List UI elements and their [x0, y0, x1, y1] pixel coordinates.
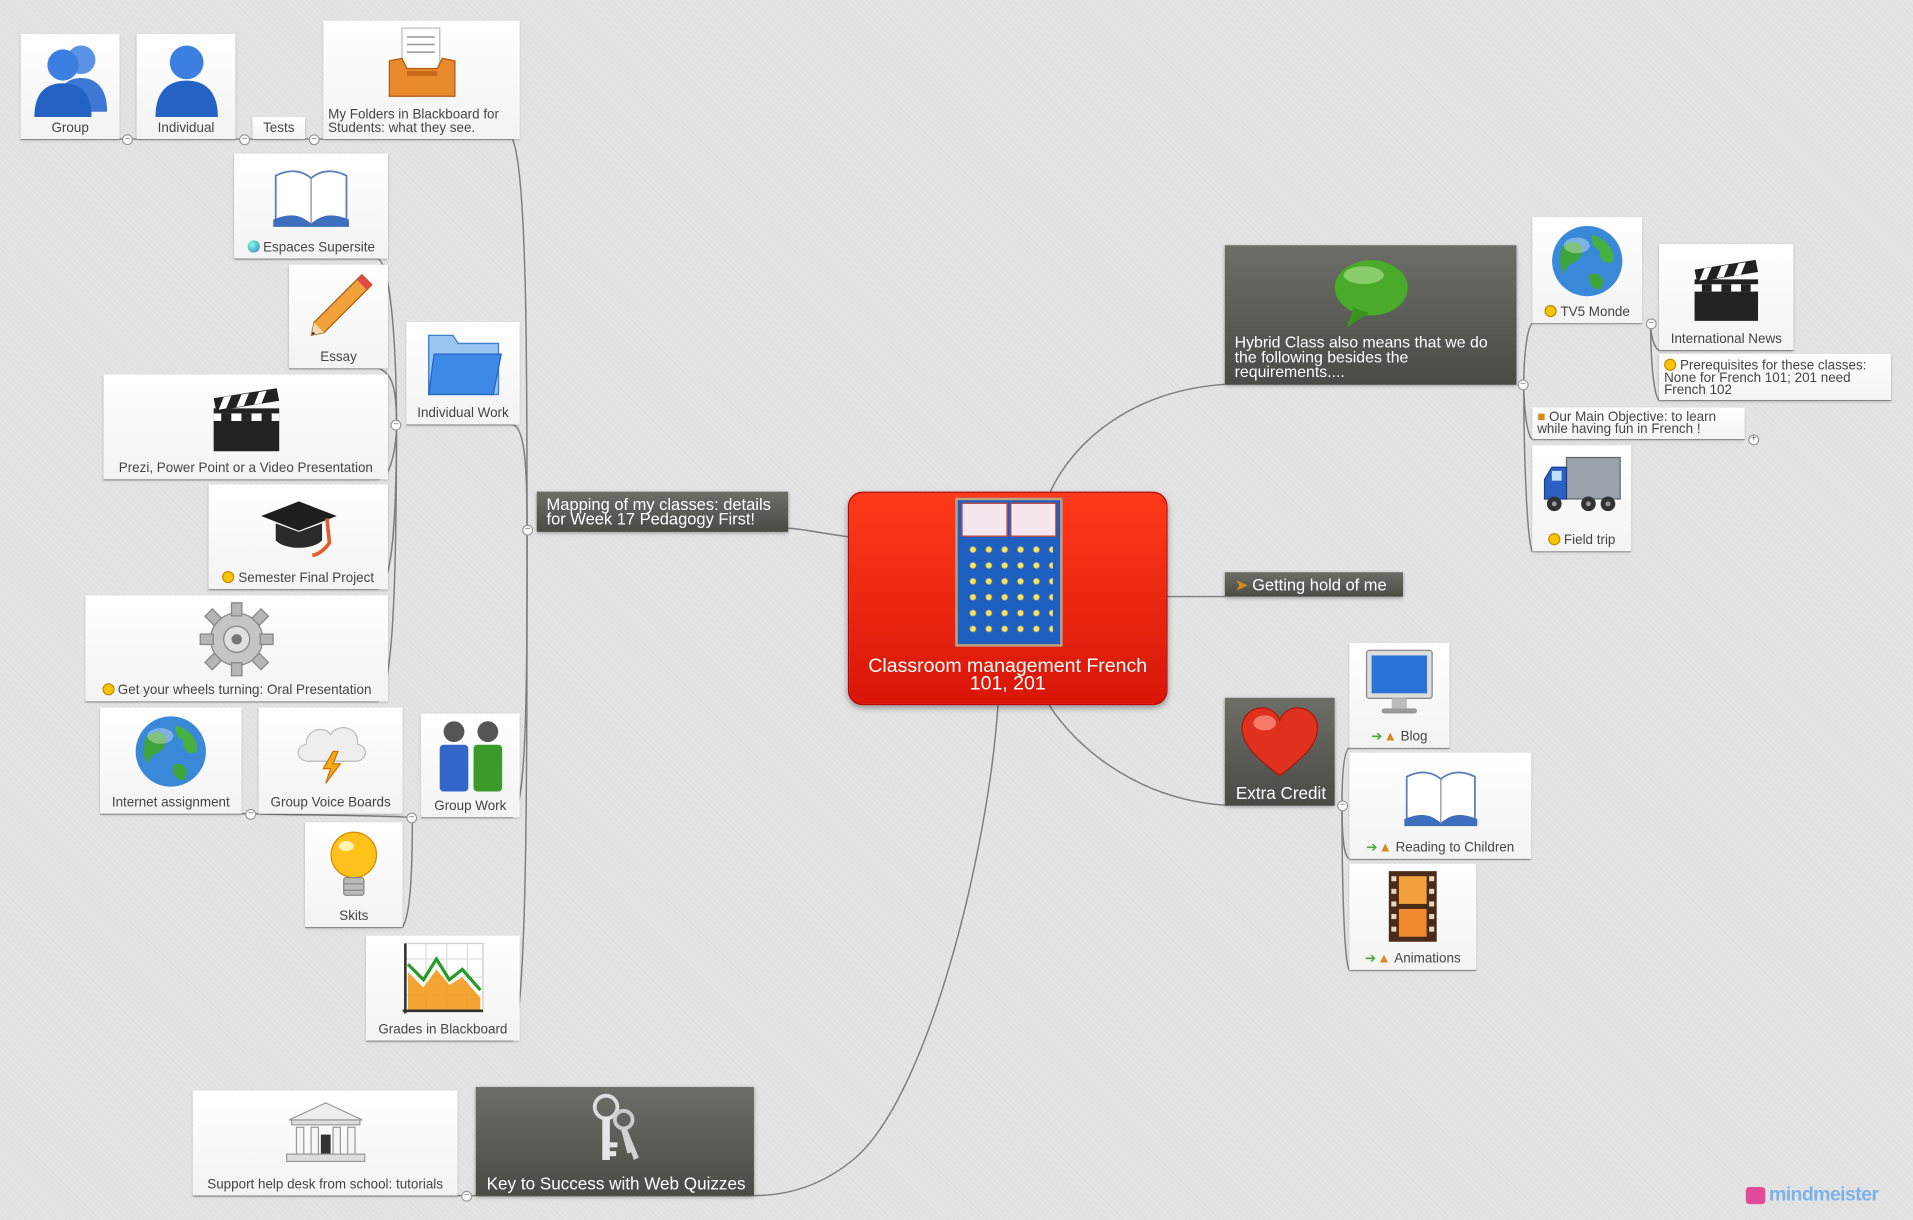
getting-hold-topic[interactable]: ➤Getting hold of me	[1224, 572, 1403, 597]
oral-presentation-node[interactable]: Get your wheels turning: Oral Presentati…	[85, 595, 388, 702]
prerequisites-node[interactable]: Prerequisites for these classes: None fo…	[1659, 353, 1891, 401]
individual-node[interactable]: Individual	[136, 34, 236, 140]
graduation-cap-icon	[209, 494, 388, 562]
camera-icon: ■	[1537, 409, 1546, 425]
keys-icon	[476, 1092, 754, 1168]
collapse-knob[interactable]: −	[461, 1190, 473, 1202]
users-group-icon	[21, 39, 120, 120]
field-trip-node[interactable]: Field trip	[1532, 445, 1632, 552]
storm-cloud-icon	[259, 715, 403, 786]
clapperboard-icon	[104, 382, 388, 455]
blog-node[interactable]: ➔▲Blog	[1349, 642, 1450, 748]
semester-project-node[interactable]: Semester Final Project	[208, 484, 388, 590]
smiley-icon	[1548, 533, 1561, 546]
group-work-node[interactable]: Group Work	[420, 713, 520, 818]
smiley-icon	[101, 683, 115, 696]
collapse-knob[interactable]: −	[390, 419, 402, 431]
tests-node[interactable]: Tests	[252, 117, 305, 140]
book-icon	[234, 163, 388, 231]
chart-icon	[366, 941, 520, 1017]
skits-node[interactable]: Skits	[305, 822, 403, 928]
thumbs-up-icon: ▲	[1378, 840, 1392, 856]
grades-node[interactable]: Grades in Blackboard	[366, 935, 520, 1041]
smiley-icon	[1664, 358, 1677, 371]
collapse-knob[interactable]: −	[406, 812, 418, 824]
web-quizzes-topic[interactable]: Key to Success with Web Quizzes	[475, 1087, 754, 1196]
animations-node[interactable]: ➔▲Animations	[1349, 863, 1477, 970]
my-folders-node[interactable]: My Folders in Blackboard for Students: w…	[323, 20, 520, 140]
expand-knob[interactable]: +	[1748, 434, 1760, 446]
pencil-icon	[289, 270, 388, 346]
collapse-knob[interactable]: −	[122, 134, 133, 146]
mindmeister-logo: mindmeister	[1745, 1185, 1879, 1207]
book-icon	[1349, 765, 1531, 831]
thumbs-up-icon: ➤	[1234, 575, 1249, 595]
building-icon	[193, 1098, 458, 1166]
main-objective-node[interactable]: ■Our Main Objective: to learn while havi…	[1532, 407, 1745, 440]
international-news-node[interactable]: International News	[1659, 244, 1794, 351]
tv5-monde-node[interactable]: TV5 Monde	[1532, 217, 1643, 324]
gear-icon	[85, 600, 388, 678]
prezi-node[interactable]: Prezi, Power Point or a Video Presentati…	[103, 374, 388, 480]
people-pair-icon	[421, 719, 520, 795]
heart-icon	[1225, 705, 1335, 778]
central-topic-title: Classroom management French 101, 201	[868, 656, 1148, 695]
collapse-knob[interactable]: −	[308, 134, 320, 146]
collapse-knob[interactable]: −	[1337, 800, 1349, 812]
speech-bubble-icon	[1225, 255, 1517, 331]
hybrid-class-topic[interactable]: Hybrid Class also means that we do the f…	[1224, 245, 1517, 385]
film-strip-icon	[1349, 869, 1476, 945]
internet-assignment-node[interactable]: Internet assignment	[100, 707, 242, 814]
globe-icon	[1532, 222, 1642, 300]
truck-icon	[1532, 453, 1631, 516]
globe-icon	[247, 240, 260, 253]
inbox-tray-icon	[323, 26, 519, 102]
mapping-classes-topic[interactable]: Mapping of my classes: details for Week …	[536, 491, 789, 532]
classroom-chart-image	[955, 497, 1063, 647]
individual-work-node[interactable]: Individual Work	[406, 322, 520, 425]
espaces-supersite-node[interactable]: Espaces Supersite	[234, 153, 388, 259]
reading-children-node[interactable]: ➔▲Reading to Children	[1349, 752, 1532, 859]
central-topic[interactable]: Classroom management French 101, 201	[847, 491, 1168, 706]
voice-boards-node[interactable]: Group Voice Boards	[258, 707, 403, 814]
collapse-knob[interactable]: −	[239, 134, 251, 146]
mindmeister-logo-icon	[1745, 1187, 1766, 1205]
essay-node[interactable]: Essay	[289, 264, 388, 369]
user-icon	[137, 39, 236, 120]
clapperboard-icon	[1659, 254, 1793, 325]
monitor-icon	[1349, 648, 1449, 719]
collapse-knob[interactable]: −	[1517, 379, 1529, 391]
smiley-icon	[1544, 305, 1557, 318]
extra-credit-topic[interactable]: Extra Credit	[1224, 697, 1335, 806]
collapse-knob[interactable]: −	[245, 808, 257, 820]
support-helpdesk-node[interactable]: Support help desk from school: tutorials	[192, 1090, 458, 1196]
thumbs-up-icon: ▲	[1383, 729, 1397, 745]
smiley-icon	[222, 570, 235, 584]
collapse-knob[interactable]: −	[1645, 318, 1657, 330]
thumbs-up-icon: ▲	[1377, 951, 1391, 967]
globe-icon	[100, 712, 242, 790]
folder-icon	[406, 327, 519, 400]
group-node[interactable]: Group	[20, 34, 120, 140]
collapse-knob[interactable]: −	[522, 524, 534, 536]
lightbulb-icon	[305, 827, 403, 903]
